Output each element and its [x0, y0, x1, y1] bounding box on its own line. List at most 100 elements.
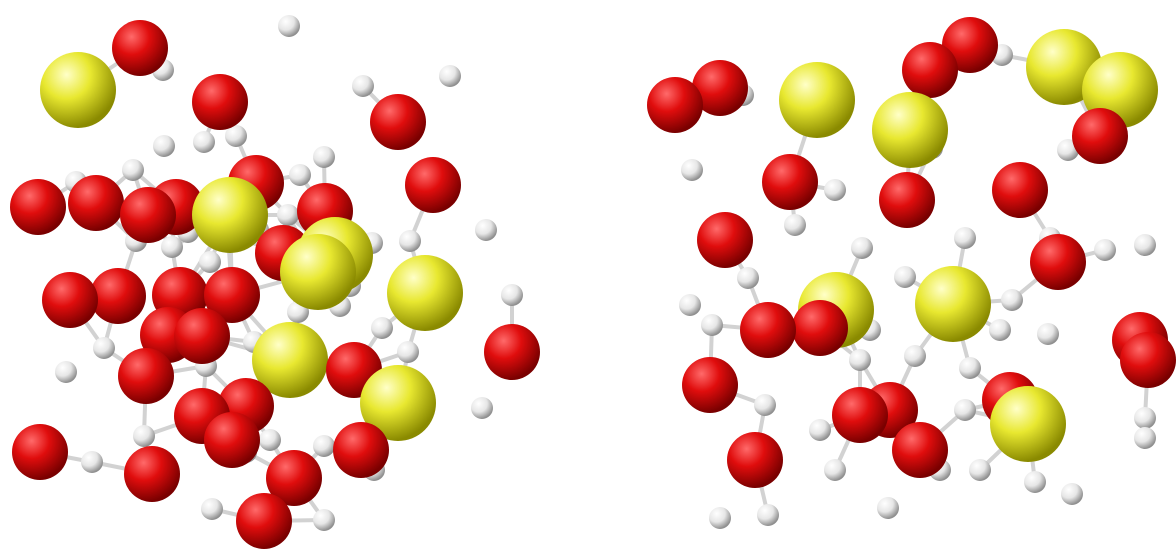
hydrogen-atom	[352, 75, 374, 97]
oxygen-atom	[832, 387, 888, 443]
oxygen-atom	[370, 94, 426, 150]
oxygen-atom	[727, 432, 783, 488]
hydrogen-atom	[679, 294, 701, 316]
hydrogen-atom	[757, 504, 779, 526]
sulfur-atom	[387, 255, 463, 331]
hydrogen-atom	[1134, 427, 1156, 449]
hydrogen-atom	[784, 214, 806, 236]
oxygen-atom	[1072, 108, 1128, 164]
hydrogen-atom	[313, 509, 335, 531]
hydrogen-atom	[397, 341, 419, 363]
oxygen-atom	[484, 324, 540, 380]
hydrogen-atom	[1061, 483, 1083, 505]
oxygen-atom	[204, 267, 260, 323]
oxygen-atom	[118, 348, 174, 404]
hydrogen-atom	[954, 227, 976, 249]
hydrogen-atom	[153, 135, 175, 157]
hydrogen-atom	[809, 419, 831, 441]
oxygen-atom	[120, 187, 176, 243]
sulfur-atom	[280, 234, 356, 310]
oxygen-atom	[124, 446, 180, 502]
oxygen-atom	[879, 172, 935, 228]
hydrogen-atom	[199, 251, 221, 273]
hydrogen-atom	[133, 425, 155, 447]
oxygen-atom	[1120, 332, 1176, 388]
oxygen-atom	[192, 74, 248, 130]
oxygen-atom	[68, 175, 124, 231]
sulfur-atom	[252, 322, 328, 398]
hydrogen-atom	[313, 146, 335, 168]
hydrogen-atom	[81, 451, 103, 473]
hydrogen-atom	[93, 337, 115, 359]
oxygen-atom	[762, 154, 818, 210]
oxygen-atom	[647, 77, 703, 133]
hydrogen-atom	[894, 266, 916, 288]
hydrogen-atom	[1001, 289, 1023, 311]
oxygen-atom	[405, 157, 461, 213]
hydrogen-atom	[1024, 471, 1046, 493]
hydrogen-atom	[278, 15, 300, 37]
hydrogen-atom	[989, 319, 1011, 341]
hydrogen-atom	[439, 65, 461, 87]
hydrogen-atom	[399, 230, 421, 252]
sulfur-atom	[192, 177, 268, 253]
oxygen-atom	[682, 357, 738, 413]
hydrogen-atom	[122, 159, 144, 181]
sulfur-atom	[915, 266, 991, 342]
hydrogen-atom	[954, 399, 976, 421]
hydrogen-atom	[161, 236, 183, 258]
hydrogen-atom	[969, 459, 991, 481]
hydrogen-atom	[289, 164, 311, 186]
hydrogen-atom	[1037, 323, 1059, 345]
sulfur-atom	[40, 52, 116, 128]
sulfur-atom	[872, 92, 948, 168]
hydrogen-atom	[849, 349, 871, 371]
hydrogen-atom	[851, 237, 873, 259]
hydrogen-atom	[471, 397, 493, 419]
hydrogen-atom	[959, 357, 981, 379]
oxygen-atom	[112, 20, 168, 76]
hydrogen-atom	[1134, 234, 1156, 256]
oxygen-atom	[12, 424, 68, 480]
hydrogen-atom	[1094, 239, 1116, 261]
hydrogen-atom	[824, 179, 846, 201]
hydrogen-atom	[277, 204, 299, 226]
hydrogen-atom	[55, 361, 77, 383]
oxygen-atom	[942, 17, 998, 73]
oxygen-atom	[902, 42, 958, 98]
hydrogen-atom	[737, 267, 759, 289]
hydrogen-atom	[1134, 407, 1156, 429]
hydrogen-atom	[701, 314, 723, 336]
oxygen-atom	[10, 179, 66, 235]
hydrogen-atom	[709, 507, 731, 529]
sulfur-atom	[990, 386, 1066, 462]
hydrogen-atom	[225, 125, 247, 147]
hydrogen-atom	[501, 284, 523, 306]
oxygen-atom	[90, 268, 146, 324]
sulfur-atom	[360, 365, 436, 441]
hydrogen-atom	[313, 435, 335, 457]
atoms-layer	[10, 15, 1176, 549]
oxygen-atom	[692, 60, 748, 116]
hydrogen-atom	[259, 429, 281, 451]
oxygen-atom	[174, 308, 230, 364]
oxygen-atom	[236, 493, 292, 549]
hydrogen-atom	[371, 317, 393, 339]
hydrogen-atom	[824, 459, 846, 481]
hydrogen-atom	[904, 345, 926, 367]
hydrogen-atom	[877, 497, 899, 519]
oxygen-atom	[892, 422, 948, 478]
hydrogen-atom	[754, 394, 776, 416]
oxygen-atom	[740, 302, 796, 358]
hydrogen-atom	[193, 131, 215, 153]
sulfur-atom	[779, 62, 855, 138]
oxygen-atom	[697, 212, 753, 268]
oxygen-atom	[266, 450, 322, 506]
hydrogen-atom	[475, 219, 497, 241]
oxygen-atom	[1030, 234, 1086, 290]
hydrogen-atom	[201, 498, 223, 520]
oxygen-atom	[992, 162, 1048, 218]
hydrogen-atom	[681, 159, 703, 181]
oxygen-atom	[42, 272, 98, 328]
